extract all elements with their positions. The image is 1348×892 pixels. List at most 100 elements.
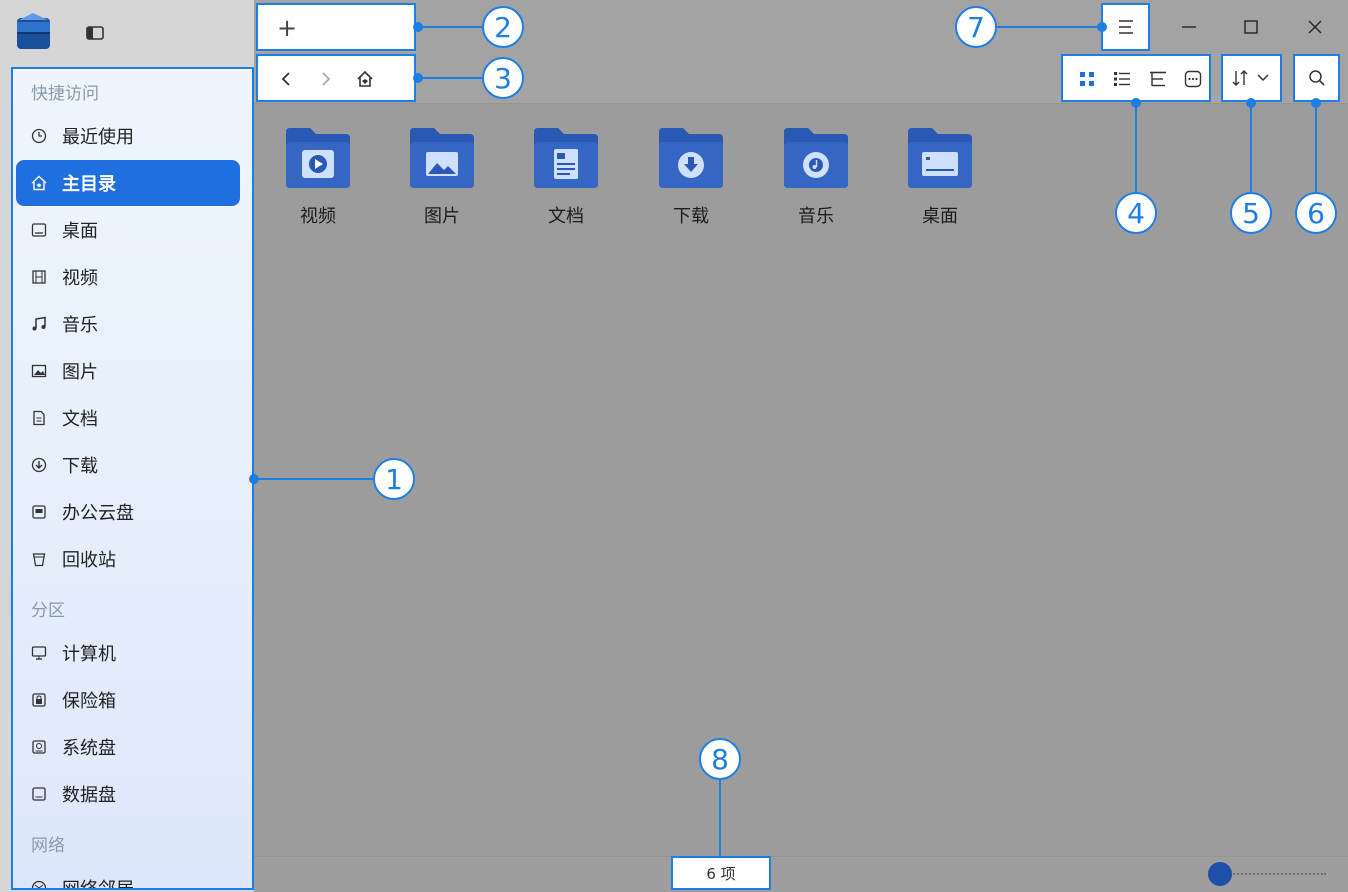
folder-name: 视频 [300, 206, 336, 227]
folder-item[interactable]: 文档 [524, 126, 608, 246]
sidebar-item-label: 最近使用 [62, 127, 134, 148]
item-count-label: 6 项 [671, 856, 771, 890]
icon-size-slider[interactable] [1208, 862, 1328, 886]
download-icon [30, 456, 48, 474]
callout-2: 2 [482, 6, 524, 48]
maximize-icon [1244, 20, 1258, 34]
sidebar-item-trash[interactable]: 回收站 [16, 536, 240, 582]
data-disk-icon [30, 785, 48, 803]
image-icon [30, 362, 48, 380]
sidebar-item-documents[interactable]: 文档 [16, 395, 240, 441]
sidebar-item-label: 下载 [62, 456, 98, 477]
sidebar-item-home[interactable]: 主目录 [16, 160, 240, 206]
network-icon [30, 879, 48, 888]
sort-button[interactable] [1221, 54, 1282, 102]
sidebar-item-label: 图片 [62, 362, 98, 383]
callout-7: 7 [955, 6, 997, 48]
sort-icon [1232, 70, 1269, 86]
music-folder-icon [784, 128, 848, 188]
folder-item[interactable]: 桌面 [898, 126, 982, 246]
home-breadcrumb-button[interactable] [352, 67, 378, 91]
close-icon [1308, 20, 1322, 34]
sidebar-item-label: 网络邻居 [62, 879, 134, 890]
home-icon [357, 70, 373, 87]
sidebar-item-label: 计算机 [62, 644, 116, 665]
music-note-icon [30, 315, 48, 333]
sidebar-item-label: 数据盘 [62, 785, 116, 806]
sidebar-item-label: 系统盘 [62, 738, 116, 759]
new-tab-button[interactable]: + [276, 14, 298, 42]
minimize-icon [1182, 26, 1196, 28]
main-menu-button[interactable] [1101, 3, 1150, 51]
maximize-button[interactable] [1234, 10, 1268, 44]
icon-view-button[interactable] [1073, 66, 1101, 92]
vault-icon [30, 691, 48, 709]
desktop-icon [30, 221, 48, 239]
sidebar-item-data-disk[interactable]: 数据盘 [16, 771, 240, 817]
sidebar-item-label: 回收站 [62, 550, 116, 571]
folder-name: 音乐 [798, 206, 834, 227]
folder-name: 桌面 [922, 206, 958, 227]
sidebar-item-cloud-drive[interactable]: 办公云盘 [16, 489, 240, 535]
sidebar-item-label: 桌面 [62, 221, 98, 242]
sidebar-item-label: 视频 [62, 268, 98, 289]
view-mode-group [1061, 54, 1211, 102]
chevron-right-icon [322, 72, 331, 86]
sidebar-item-system-disk[interactable]: 系统盘 [16, 724, 240, 770]
sidebar-item-computer[interactable]: 计算机 [16, 630, 240, 676]
callout-6: 6 [1295, 192, 1337, 234]
more-view-button[interactable] [1179, 66, 1207, 92]
folder-item[interactable]: 图片 [400, 126, 484, 246]
sidebar-item-label: 主目录 [62, 174, 116, 195]
sidebar-item-label: 保险箱 [62, 691, 116, 712]
picture-folder-icon [410, 128, 474, 188]
sidebar-item-pictures[interactable]: 图片 [16, 348, 240, 394]
menu-icon [1118, 20, 1133, 34]
tree-icon [1150, 71, 1166, 87]
folder-item[interactable]: 下载 [649, 126, 733, 246]
video-folder-icon [286, 128, 350, 188]
list-icon [1114, 72, 1130, 86]
sidebar-item-label: 文档 [62, 409, 98, 430]
sidebar-item-label: 音乐 [62, 315, 98, 336]
slider-track [1218, 873, 1326, 876]
cloud-drive-icon [30, 503, 48, 521]
folder-item[interactable]: 音乐 [774, 126, 858, 246]
app-logo-icon [15, 12, 52, 51]
document-folder-icon [534, 128, 598, 188]
trash-icon [30, 550, 48, 568]
sidebar-toggle-button[interactable] [82, 22, 108, 44]
grid-icon [1080, 72, 1094, 86]
download-folder-icon [659, 128, 723, 188]
document-icon [30, 409, 48, 427]
sidebar-section-network: 网络 [31, 836, 65, 856]
sidebar-item-desktop[interactable]: 桌面 [16, 207, 240, 253]
sidebar-item-downloads[interactable]: 下载 [16, 442, 240, 488]
folder-name: 下载 [673, 206, 709, 227]
chevron-left-icon [281, 72, 290, 86]
sidebar-item-network-neighborhood[interactable]: 网络邻居 [16, 865, 240, 890]
sidebar-item-vault[interactable]: 保险箱 [16, 677, 240, 723]
list-view-button[interactable] [1108, 66, 1136, 92]
home-icon [30, 174, 48, 192]
search-button[interactable] [1293, 54, 1340, 102]
folder-name: 图片 [424, 206, 460, 227]
tab-bar: + [256, 3, 416, 51]
sidebar-item-recent[interactable]: 最近使用 [16, 113, 240, 159]
minimize-button[interactable] [1172, 10, 1206, 44]
callout-3: 3 [482, 57, 524, 99]
sidebar-item-label: 办公云盘 [62, 503, 134, 524]
navigation-bar [256, 54, 416, 102]
sidebar-item-videos[interactable]: 视频 [16, 254, 240, 300]
folder-item[interactable]: 视频 [276, 126, 360, 246]
tree-view-button[interactable] [1144, 66, 1172, 92]
callout-4: 4 [1115, 192, 1157, 234]
back-button[interactable] [274, 68, 298, 90]
forward-button[interactable] [314, 68, 338, 90]
more-icon [1184, 70, 1202, 88]
close-button[interactable] [1298, 10, 1332, 44]
slider-handle[interactable] [1208, 862, 1232, 886]
sidebar-item-music[interactable]: 音乐 [16, 301, 240, 347]
film-icon [30, 268, 48, 286]
